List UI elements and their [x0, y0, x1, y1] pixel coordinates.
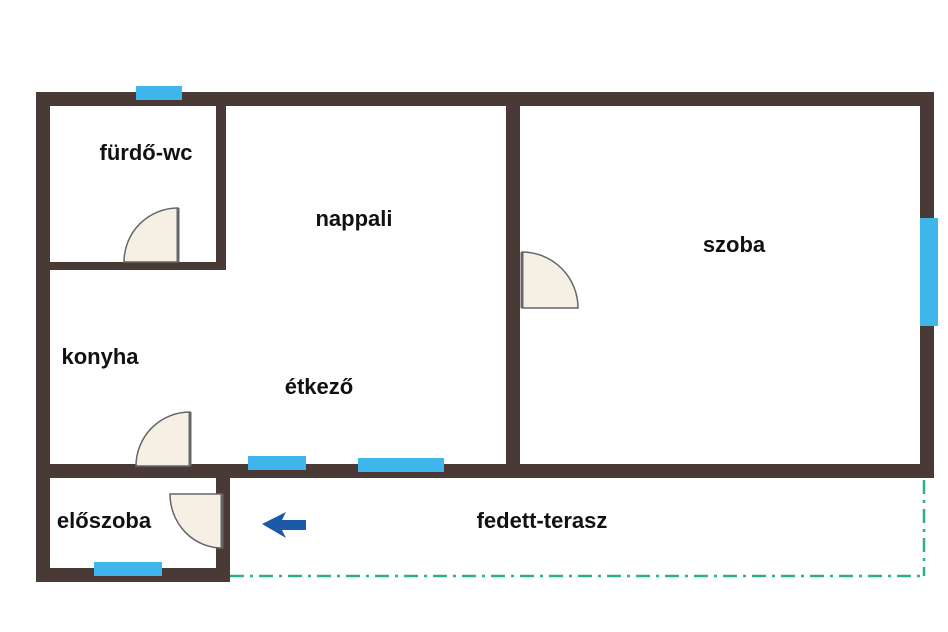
- window-etkezo-2: [358, 458, 444, 472]
- window-etkezo-1: [248, 456, 306, 470]
- door-szoba: [520, 251, 579, 309]
- label-szoba: szoba: [703, 232, 766, 257]
- arrow-left-icon: [262, 512, 306, 538]
- door-entrance: [169, 493, 224, 549]
- doors: [123, 207, 579, 549]
- label-nappali: nappali: [315, 206, 392, 231]
- label-eloszoba: előszoba: [57, 508, 152, 533]
- wall-partition-nappali-szoba: [506, 92, 520, 472]
- label-konyha: konyha: [61, 344, 139, 369]
- label-fedett-terasz: fedett-terasz: [477, 508, 608, 533]
- label-etkezo: étkező: [285, 374, 353, 399]
- window-bathroom: [136, 86, 182, 100]
- room-labels: fürdő-wc nappali szoba konyha étkező elő…: [57, 140, 766, 533]
- window-szoba-right: [920, 218, 938, 326]
- wall-bathroom-right: [216, 106, 226, 268]
- window-eloszoba: [94, 562, 162, 576]
- door-bathroom: [123, 207, 180, 263]
- wall-top: [36, 92, 934, 106]
- windows: [94, 86, 938, 576]
- terrace-outline: [230, 480, 926, 578]
- label-furdo-wc: fürdő-wc: [100, 140, 193, 165]
- door-kitchen: [135, 411, 192, 467]
- wall-left: [36, 92, 50, 582]
- wall-bathroom-bottom: [50, 262, 226, 270]
